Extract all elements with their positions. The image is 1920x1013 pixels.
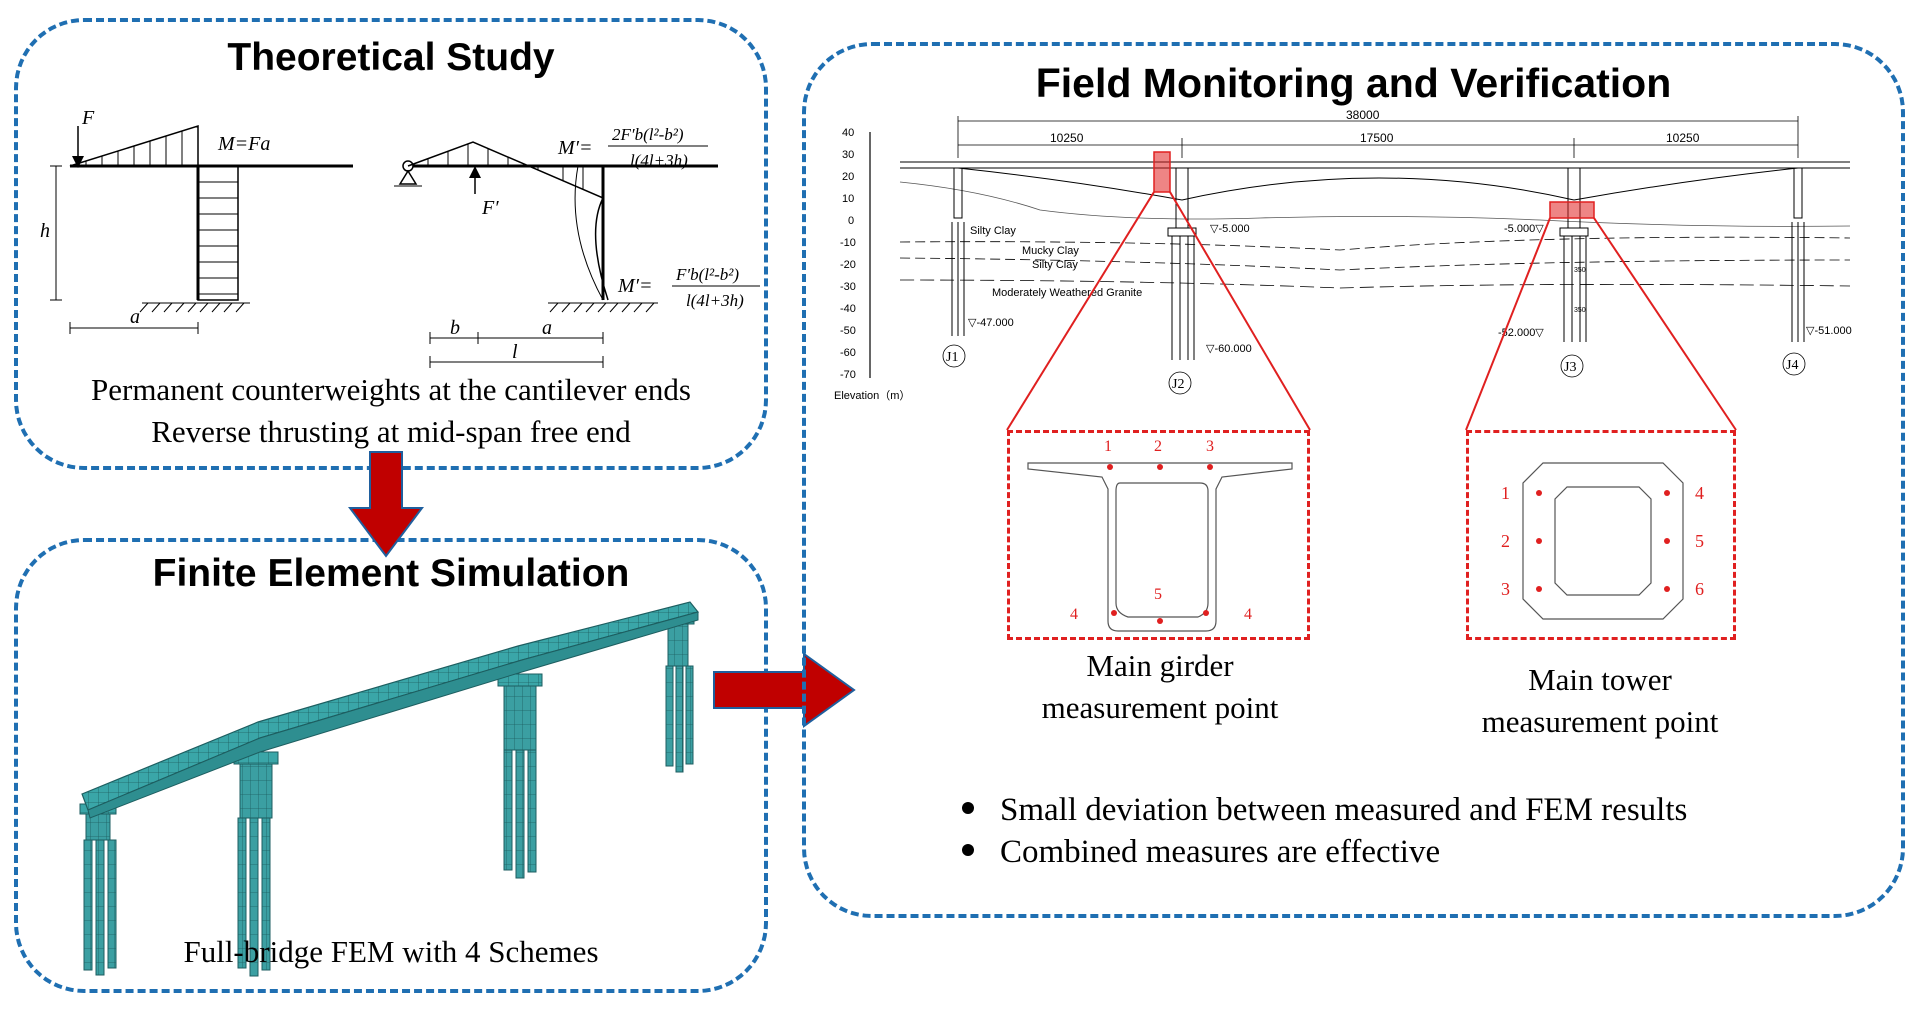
fem-girder-deck bbox=[81, 601, 700, 819]
bullet-1: Small deviation between measured and FEM… bbox=[962, 792, 1687, 829]
pier-j2: J2 bbox=[1172, 377, 1184, 392]
finite-element-title: Finite Element Simulation bbox=[152, 552, 630, 595]
length-l-label: l bbox=[512, 341, 518, 363]
dim-span-1: 10250 bbox=[1050, 131, 1084, 145]
elev-axis-label: Elevation（m） bbox=[834, 389, 910, 402]
girder-point-3: 3 bbox=[1206, 438, 1214, 455]
formula-denominator-bottom: l(4l+3h) bbox=[686, 291, 744, 310]
formula-denominator-top: l(4l+3h) bbox=[630, 151, 688, 170]
fem-pier-2 bbox=[233, 751, 279, 977]
elev-tick-m20: -20 bbox=[840, 259, 856, 271]
theoretical-line-1: Permanent counterweights at the cantilev… bbox=[91, 372, 691, 407]
fem-pier-3 bbox=[497, 673, 543, 879]
length-a2-label: a bbox=[542, 317, 552, 339]
bridge-elevation-drawing: 40 30 20 10 0 -10 -20 -30 -40 -50 -60 -7… bbox=[834, 108, 1852, 402]
left-cantilever-diagram bbox=[50, 124, 353, 334]
girder-point-2: 2 bbox=[1154, 438, 1162, 455]
elev-tick-10: 10 bbox=[842, 193, 854, 205]
bullet-1-text: Small deviation between measured and FEM… bbox=[1000, 792, 1688, 828]
theoretical-study-panel: Theoretical Study bbox=[14, 18, 768, 470]
formula-numerator-top: 2F′b(l²-b²) bbox=[612, 125, 684, 144]
soil-layer-1: Silty Clay bbox=[970, 225, 1016, 237]
girder-point-4-right: 4 bbox=[1244, 606, 1252, 623]
girder-cross-section: 1 2 3 5 4 4 bbox=[1027, 438, 1293, 632]
elev-tick-m10: -10 bbox=[840, 237, 856, 249]
girder-section-box: 1 2 3 5 4 4 bbox=[1007, 430, 1310, 640]
elev-tick-40: 40 bbox=[842, 127, 854, 139]
tower-cross-section: 1 2 3 4 5 6 bbox=[1501, 462, 1704, 620]
elev-tick-m40: -40 bbox=[840, 303, 856, 315]
theoretical-line-2: Reverse thrusting at mid-span free end bbox=[151, 414, 631, 449]
dim-total: 38000 bbox=[1346, 108, 1380, 122]
height-h-label: h bbox=[40, 220, 50, 242]
force-F-label: F bbox=[81, 107, 95, 129]
girder-point-4-left: 4 bbox=[1070, 606, 1078, 623]
elev-tick-m30: -30 bbox=[840, 281, 856, 293]
moment-prime-label-bottom: M′= bbox=[617, 275, 653, 297]
soil-layer-4: Moderately Weathered Granite bbox=[992, 287, 1142, 299]
small-dim-1: 350 bbox=[1574, 267, 1586, 274]
down-arrow bbox=[348, 451, 424, 558]
fem-caption: Full-bridge FEM with 4 Schemes bbox=[183, 934, 599, 969]
elev-tick-m60: -60 bbox=[840, 347, 856, 359]
tower-point-2: 2 bbox=[1501, 531, 1510, 551]
girder-caption-line1: Main girder bbox=[1086, 648, 1234, 683]
formula-numerator-bottom: F′b(l²-b²) bbox=[675, 265, 739, 284]
force-F-prime-label: F′ bbox=[481, 197, 499, 219]
elev-tick-0: 0 bbox=[848, 215, 854, 227]
tower-point-3: 3 bbox=[1501, 579, 1510, 599]
tower-point-4: 4 bbox=[1695, 483, 1704, 503]
elev-tick-30: 30 bbox=[842, 149, 854, 161]
length-b-label: b bbox=[450, 317, 460, 339]
pier-j3: J3 bbox=[1564, 360, 1576, 375]
length-a-label: a bbox=[130, 306, 140, 328]
tower-point-6: 6 bbox=[1695, 579, 1704, 599]
bullet-2-text: Combined measures are effective bbox=[1000, 834, 1441, 870]
tower-caption-line2: measurement point bbox=[1481, 704, 1719, 739]
soil-layer-2: Mucky Clay bbox=[1022, 245, 1079, 257]
fem-bridge-model bbox=[79, 601, 700, 977]
fem-pier-4 bbox=[661, 613, 695, 773]
level-j2-bottom: ▽-60.000 bbox=[1206, 343, 1252, 355]
tower-point-5: 5 bbox=[1695, 531, 1704, 551]
tower-caption-line1: Main tower bbox=[1528, 662, 1672, 697]
pier-j1: J1 bbox=[946, 350, 958, 365]
small-dim-2: 350 bbox=[1574, 307, 1586, 314]
soil-layer-3: Silty Clay bbox=[1032, 259, 1078, 271]
bullet-dot-icon bbox=[962, 844, 974, 857]
girder-point-1: 1 bbox=[1104, 438, 1112, 455]
field-monitoring-panel: Field Monitoring and Verification bbox=[802, 42, 1905, 918]
right-cantilever-diagram bbox=[394, 141, 760, 368]
theoretical-study-title: Theoretical Study bbox=[227, 36, 555, 79]
level-j1-bottom: ▽-47.000 bbox=[968, 317, 1014, 329]
dim-span-2: 17500 bbox=[1360, 131, 1394, 145]
bullet-dot-icon bbox=[962, 802, 974, 815]
girder-section-highlight bbox=[1153, 151, 1171, 193]
elev-tick-m50: -50 bbox=[840, 325, 856, 337]
girder-point-5: 5 bbox=[1154, 586, 1162, 603]
moment-Fa-label: M=Fa bbox=[217, 133, 270, 155]
dim-span-3: 10250 bbox=[1666, 131, 1700, 145]
level-j3-bottom: -52.000▽ bbox=[1498, 327, 1544, 339]
girder-caption-line2: measurement point bbox=[1041, 690, 1279, 725]
elev-tick-20: 20 bbox=[842, 171, 854, 183]
pier-j4: J4 bbox=[1786, 358, 1798, 373]
moment-prime-label-top: M′= bbox=[557, 137, 593, 159]
level-j3: -5.000▽ bbox=[1504, 223, 1544, 235]
finite-element-panel: Finite Element Simulation bbox=[14, 538, 768, 993]
bullet-2: Combined measures are effective bbox=[962, 834, 1440, 871]
tower-section-highlight bbox=[1549, 201, 1595, 219]
tower-section-box: 1 2 3 4 5 6 bbox=[1466, 430, 1736, 640]
tower-point-1: 1 bbox=[1501, 483, 1510, 503]
field-monitoring-title: Field Monitoring and Verification bbox=[1035, 60, 1672, 106]
level-j2: ▽-5.000 bbox=[1210, 223, 1250, 235]
level-j4-bottom: ▽-51.000 bbox=[1806, 325, 1852, 337]
elev-tick-m70: -70 bbox=[840, 369, 856, 381]
cantilever-moment-diagrams: F M=Fa h a M′= 2F′b(l²-b²) l(4l+3h) F′ M… bbox=[40, 107, 760, 368]
